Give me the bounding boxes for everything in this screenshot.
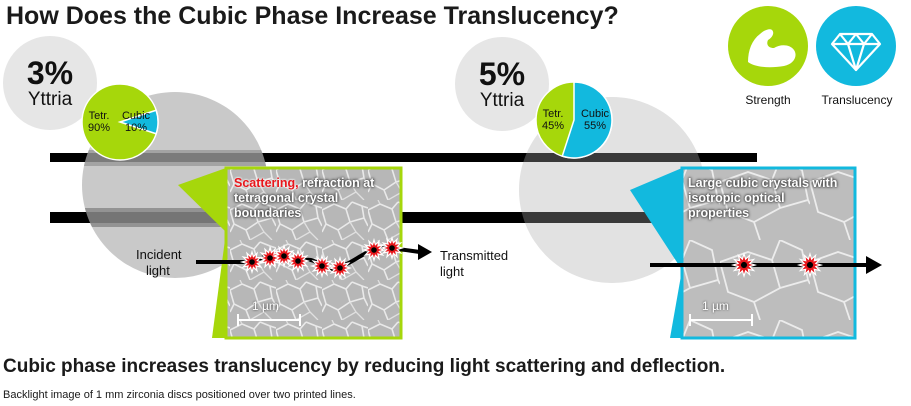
phase-pie-3 bbox=[81, 83, 159, 161]
scatter-star-left-core bbox=[295, 258, 301, 264]
scatter-star-right-core bbox=[740, 261, 748, 269]
transmitted-light-label: Transmitted light bbox=[440, 248, 509, 279]
callout-scattering: Scattering, refraction at tetragonal cry… bbox=[234, 176, 394, 221]
scale-label-right: 1 µm bbox=[702, 299, 729, 313]
scatter-star-left-core bbox=[267, 255, 273, 261]
pie-tetr-label-3: Tetr. 90% bbox=[87, 110, 111, 134]
diamond-icon bbox=[816, 6, 896, 86]
yttria-word-5: Yttria bbox=[479, 90, 525, 111]
pie-cubic-label-3: Cubic 10% bbox=[121, 110, 151, 134]
pie-tetr-label-5: Tetr. 45% bbox=[541, 108, 565, 132]
callout-cubic-crystals: Large cubic crystals with isotropic opti… bbox=[688, 176, 838, 220]
scatter-points-right bbox=[730, 251, 824, 279]
strength-label: Strength bbox=[745, 93, 791, 107]
phase-pie-5 bbox=[535, 81, 613, 159]
yttria-bubble-3 bbox=[3, 36, 97, 130]
yttria-label-3: 3% Yttria bbox=[10, 56, 90, 110]
summary-heading: Cubic phase increases translucency by re… bbox=[3, 356, 726, 377]
page-title: How Does the Cubic Phase Increase Transl… bbox=[6, 2, 619, 30]
scale-label-left: 1 µm bbox=[252, 299, 279, 313]
diamond-icon-glyph bbox=[830, 32, 882, 72]
arrowhead-left bbox=[418, 244, 432, 260]
pie-5-cubic-slice bbox=[561, 81, 613, 159]
yttria-bubble-5 bbox=[455, 37, 549, 131]
micrograph-panel-5 bbox=[680, 166, 857, 340]
scatter-star-left-core bbox=[337, 265, 343, 271]
strength-icon-glyph bbox=[748, 29, 796, 68]
scale-bar-left bbox=[237, 314, 301, 326]
printed-line-top bbox=[50, 153, 757, 162]
printed-line-bottom bbox=[50, 212, 757, 223]
callout-scattering-text: refraction at tetragonal crystal boundar… bbox=[234, 176, 375, 220]
footnote: Backlight image of 1 mm zirconia discs p… bbox=[3, 389, 356, 401]
arrowhead-right bbox=[866, 256, 882, 274]
scale-bar-right bbox=[689, 314, 753, 326]
callout-scattering-highlight: Scattering, bbox=[234, 176, 299, 190]
pie-cubic-label-5: Cubic 55% bbox=[580, 108, 610, 132]
scatter-star-left-core bbox=[249, 259, 255, 265]
pie-3-cubic-slice bbox=[117, 109, 159, 135]
translucency-label: Translucency bbox=[821, 93, 893, 107]
yttria-label-5: 5% Yttria bbox=[462, 57, 542, 111]
yttria-percent-3: 3% bbox=[26, 55, 74, 91]
zoom-funnel-left bbox=[178, 168, 226, 232]
scatter-star-right-core bbox=[806, 261, 814, 269]
incident-light-label: Incident light bbox=[136, 247, 182, 278]
scatter-star-left-core bbox=[319, 263, 325, 269]
zoom-funnel-right bbox=[630, 168, 682, 270]
scatter-star-left-core bbox=[389, 245, 395, 251]
scatter-star-left-core bbox=[281, 253, 287, 259]
yttria-percent-5: 5% bbox=[478, 56, 526, 92]
scatter-star-left-core bbox=[371, 247, 377, 253]
scatter-points-left bbox=[239, 235, 405, 281]
yttria-word-3: Yttria bbox=[27, 89, 73, 110]
